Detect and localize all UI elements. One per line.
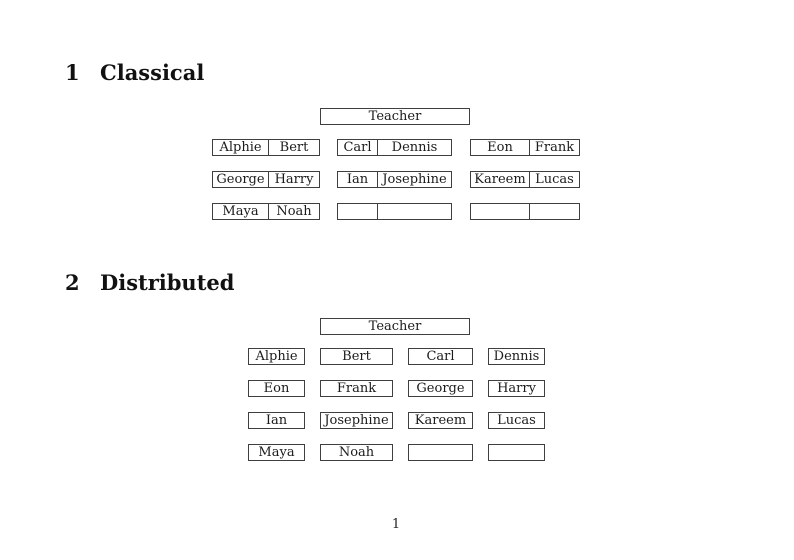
desk-seat-right: Dennis: [391, 140, 438, 155]
section-2-number: 2: [65, 270, 80, 295]
desk-box: Kareem: [408, 412, 473, 429]
desk-seat-left: George: [213, 172, 269, 187]
desk-seat-right: Harry: [274, 172, 314, 187]
desk-seat-right: Noah: [276, 204, 312, 219]
desk-seat-left: Alphie: [213, 140, 269, 155]
desk-pair-empty: [337, 203, 452, 220]
desk-seat-left: Kareem: [471, 172, 530, 187]
desk-box: Bert: [320, 348, 393, 365]
desk-seat-right: Lucas: [535, 172, 574, 187]
teacher-box-classical: Teacher: [320, 108, 470, 125]
section-2-title: Distributed: [100, 270, 235, 295]
desk-seat-left: Ian: [338, 172, 378, 187]
desk-seat-right: Bert: [279, 140, 309, 155]
desk-seat-left: [338, 204, 378, 219]
desk-box: Carl: [408, 348, 473, 365]
page-number: 1: [391, 517, 401, 532]
desk-pair: Carl Dennis: [337, 139, 452, 156]
desk-box: Ian: [248, 412, 305, 429]
desk-seat-left: Eon: [471, 140, 530, 155]
desk-pair-empty: [470, 203, 580, 220]
section-1-heading: 1 Classical: [65, 61, 204, 85]
desk-box: Josephine: [320, 412, 393, 429]
desk-seat-left: Maya: [213, 204, 269, 219]
desk-pair: Kareem Lucas: [470, 171, 580, 188]
section-1-number: 1: [65, 60, 80, 85]
desk-box-empty: [408, 444, 473, 461]
desk-seat-left: Carl: [338, 140, 378, 155]
desk-box: Noah: [320, 444, 393, 461]
section-2-heading: 2 Distributed: [65, 271, 234, 295]
desk-pair: Maya Noah: [212, 203, 320, 220]
desk-seat-right: Josephine: [382, 172, 447, 187]
desk-box: Eon: [248, 380, 305, 397]
desk-box: Lucas: [488, 412, 545, 429]
desk-box-empty: [488, 444, 545, 461]
desk-seat-right: Frank: [534, 140, 575, 155]
desk-box: Dennis: [488, 348, 545, 365]
desk-box: Harry: [488, 380, 545, 397]
desk-seat-right: [378, 204, 451, 219]
section-1-title: Classical: [100, 60, 205, 85]
desk-box: Frank: [320, 380, 393, 397]
desk-seat-left: [471, 204, 530, 219]
desk-box: Maya: [248, 444, 305, 461]
desk-pair: Ian Josephine: [337, 171, 452, 188]
desk-pair: Alphie Bert: [212, 139, 320, 156]
desk-box: George: [408, 380, 473, 397]
desk-pair: Eon Frank: [470, 139, 580, 156]
desk-seat-right: [530, 204, 579, 219]
desk-box: Alphie: [248, 348, 305, 365]
desk-pair: George Harry: [212, 171, 320, 188]
teacher-box-distributed: Teacher: [320, 318, 470, 335]
